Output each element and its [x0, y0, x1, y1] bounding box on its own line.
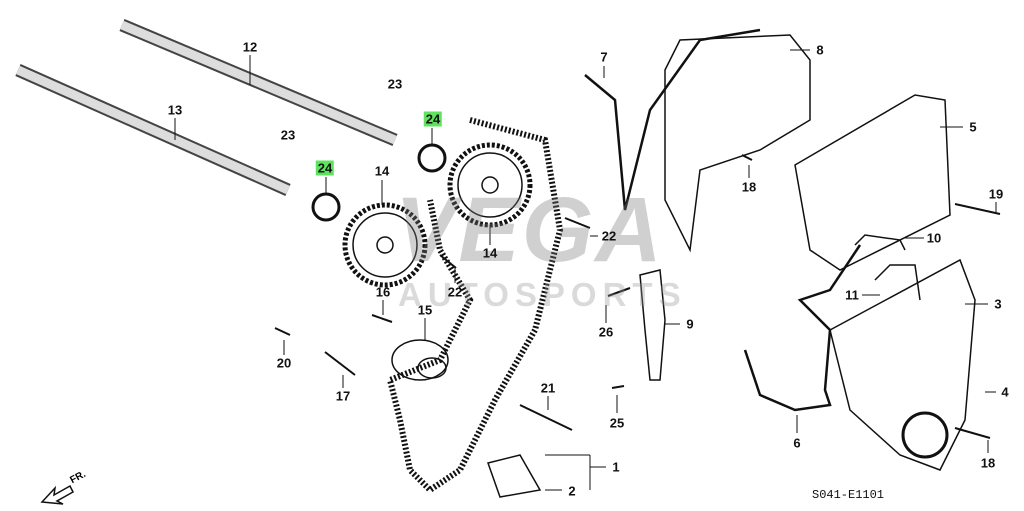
lower-cover-3	[829, 258, 976, 471]
bolt-21	[519, 404, 573, 431]
callout-5: 5	[969, 119, 977, 135]
callout-14: 14	[374, 163, 390, 179]
bolt-19	[954, 203, 1001, 215]
callout-22: 22	[447, 284, 463, 300]
callout-18: 18	[980, 455, 996, 471]
callout-19: 19	[988, 186, 1004, 202]
bolt-22a	[564, 217, 591, 229]
callout-6: 6	[793, 435, 801, 451]
callout-9: 9	[686, 316, 694, 332]
callout-24-highlighted: 24	[423, 111, 443, 127]
guide-11	[874, 264, 921, 301]
callout-10: 10	[926, 230, 942, 246]
callout-26: 26	[598, 324, 614, 340]
bolt-26	[607, 287, 631, 297]
callout-21: 21	[540, 380, 556, 396]
front-arrow-icon	[40, 484, 74, 505]
diagram-code: S041-E1101	[812, 488, 885, 502]
leader-lines	[174, 49, 997, 491]
camshaft-pulley-14a	[342, 202, 428, 288]
callout-8: 8	[816, 42, 824, 58]
bolt-16	[371, 314, 393, 323]
callout-22: 22	[601, 228, 617, 244]
callout-20: 20	[276, 355, 292, 371]
guide-10	[854, 234, 906, 251]
bolt-22b	[439, 254, 457, 269]
guide-plate-9	[639, 269, 666, 381]
camshaft-13	[15, 64, 291, 196]
bolt-25	[611, 385, 625, 389]
camshaft-12	[119, 19, 398, 146]
upper-cover-8	[664, 34, 811, 253]
callout-23: 23	[280, 127, 296, 143]
callout-15: 15	[417, 302, 433, 318]
callout-12: 12	[242, 39, 258, 55]
middle-cover-5	[794, 94, 951, 271]
callout-4: 4	[1001, 384, 1009, 400]
callout-3: 3	[994, 296, 1002, 312]
callout-17: 17	[335, 388, 351, 404]
oil-seal-24a	[417, 143, 447, 173]
callout-7: 7	[600, 49, 608, 65]
callout-13: 13	[167, 102, 183, 118]
callout-1: 1	[612, 459, 620, 475]
callout-24-highlighted: 24	[315, 160, 335, 176]
callout-2: 2	[568, 483, 576, 499]
gasket-6	[743, 244, 862, 412]
callout-14: 14	[482, 245, 498, 261]
spring-17	[324, 351, 356, 376]
timing-belt	[386, 117, 564, 494]
callout-18: 18	[741, 179, 757, 195]
crank-seal	[901, 411, 949, 459]
tensioner-15	[391, 339, 449, 381]
label-2	[487, 454, 542, 498]
oil-seal-24b	[311, 192, 341, 222]
callout-16: 16	[375, 284, 391, 300]
bolt-20	[274, 327, 291, 336]
callout-25: 25	[609, 415, 625, 431]
callout-23: 23	[387, 76, 403, 92]
gasket-7	[584, 28, 761, 211]
camshaft-pulley-14b	[447, 142, 533, 228]
callout-11: 11	[845, 287, 859, 303]
